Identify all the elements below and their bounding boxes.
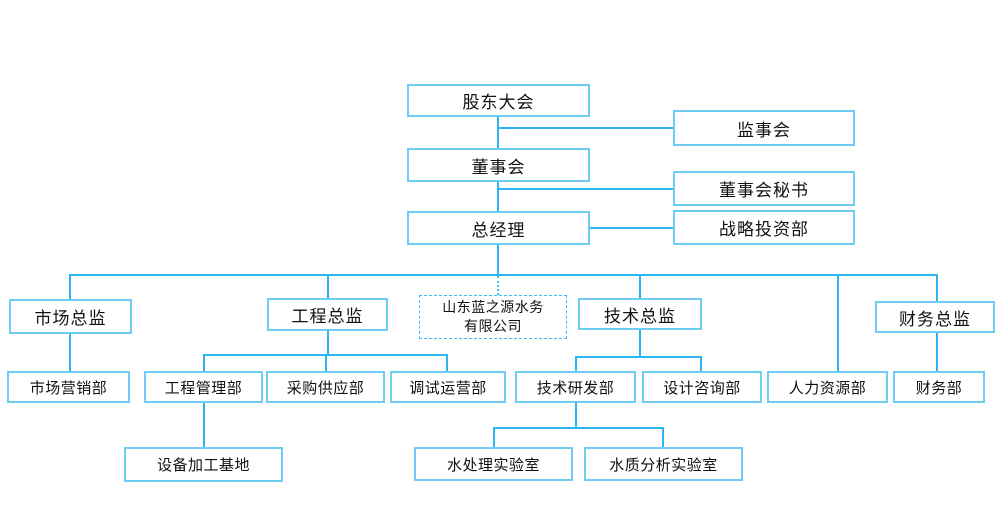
org-node-label: 水质分析实验室 bbox=[609, 456, 718, 474]
connector-line bbox=[498, 127, 673, 129]
connector-line bbox=[203, 403, 205, 447]
org-node-label: 市场总监 bbox=[34, 309, 107, 328]
org-node-board-secretary: 董事会秘书 bbox=[673, 171, 855, 206]
connector-line bbox=[325, 356, 327, 371]
connector-line bbox=[203, 356, 205, 371]
connector-line bbox=[493, 427, 664, 429]
connector-line bbox=[497, 116, 499, 148]
org-node-label: 财务部 bbox=[915, 379, 963, 397]
org-node-board-of-directors: 董事会 bbox=[407, 148, 590, 182]
connector-line bbox=[497, 245, 499, 276]
org-node-procurement-dept: 采购供应部 bbox=[266, 371, 385, 403]
org-node-label: 调试运营部 bbox=[409, 379, 487, 397]
org-node-rd-dept: 技术研发部 bbox=[515, 371, 636, 403]
org-node-marketing-dept: 市场营销部 bbox=[7, 371, 130, 403]
connector-line bbox=[837, 276, 839, 371]
org-node-shareholders-meeting: 股东大会 bbox=[407, 84, 590, 117]
connector-line bbox=[69, 276, 71, 299]
org-node-label: 董事会秘书 bbox=[719, 181, 809, 200]
connector-line bbox=[590, 227, 673, 229]
company-name-line2: 有限公司 bbox=[464, 318, 522, 334]
connector-line bbox=[69, 334, 71, 371]
connector-line bbox=[575, 358, 577, 371]
org-node-label: 技术研发部 bbox=[536, 379, 615, 397]
org-node-strategic-investment-dept: 战略投资部 bbox=[673, 210, 855, 245]
org-node-label: 人力资源部 bbox=[788, 379, 867, 397]
connector-line bbox=[575, 403, 577, 427]
connector-line bbox=[700, 358, 702, 371]
connector-line-dotted bbox=[497, 276, 499, 295]
org-node-label: 董事会 bbox=[471, 157, 526, 177]
connector-line bbox=[936, 333, 938, 371]
org-node-hr-dept: 人力资源部 bbox=[767, 371, 888, 403]
org-node-label: 水处理实验室 bbox=[446, 456, 540, 474]
org-node-label: 工程管理部 bbox=[164, 379, 243, 397]
org-node-label: 采购供应部 bbox=[286, 379, 365, 397]
connector-line bbox=[936, 276, 938, 301]
org-node-label: 股东大会 bbox=[462, 93, 535, 112]
org-node-label: 战略投资部 bbox=[719, 220, 809, 239]
org-node-equipment-base: 设备加工基地 bbox=[124, 447, 283, 482]
org-node-supervisory-board: 监事会 bbox=[673, 110, 855, 146]
company-name-line1: 山东蓝之源水务 bbox=[442, 299, 544, 316]
org-node-label: 监事会 bbox=[737, 120, 791, 140]
org-node-finance-dept: 财务部 bbox=[893, 371, 985, 403]
org-node-label: 总经理 bbox=[471, 220, 526, 240]
connector-line bbox=[639, 330, 641, 356]
org-node-design-consulting-dept: 设计咨询部 bbox=[642, 371, 762, 403]
connector-line bbox=[327, 331, 329, 354]
org-node-company: 山东蓝之源水务 有限公司 bbox=[419, 295, 567, 339]
org-node-label: 设计咨询部 bbox=[663, 379, 741, 397]
org-node-engineering-director: 工程总监 bbox=[267, 298, 388, 331]
org-node-label: 市场营销部 bbox=[29, 379, 108, 397]
connector-line bbox=[69, 274, 938, 276]
connector-line bbox=[575, 356, 702, 358]
org-node-marketing-director: 市场总监 bbox=[9, 299, 132, 334]
org-node-label: 财务总监 bbox=[899, 309, 971, 329]
connector-line bbox=[446, 356, 448, 371]
org-node-commissioning-ops-dept: 调试运营部 bbox=[390, 371, 506, 403]
org-node-technology-director: 技术总监 bbox=[578, 298, 702, 330]
connector-line bbox=[639, 276, 641, 298]
org-node-label: 技术总监 bbox=[604, 306, 676, 326]
connector-line bbox=[662, 429, 664, 447]
org-node-water-quality-lab: 水质分析实验室 bbox=[584, 447, 743, 481]
org-node-water-treatment-lab: 水处理实验室 bbox=[414, 447, 573, 481]
org-node-finance-director: 财务总监 bbox=[875, 301, 995, 333]
connector-line bbox=[203, 354, 448, 356]
org-node-label: 工程总监 bbox=[291, 307, 364, 326]
org-node-general-manager: 总经理 bbox=[407, 211, 590, 245]
connector-line bbox=[498, 188, 673, 190]
org-node-label: 设备加工基地 bbox=[156, 457, 250, 474]
connector-line bbox=[327, 276, 329, 298]
connector-line bbox=[497, 182, 499, 211]
org-node-engineering-mgmt-dept: 工程管理部 bbox=[144, 371, 263, 403]
connector-line bbox=[493, 429, 495, 447]
